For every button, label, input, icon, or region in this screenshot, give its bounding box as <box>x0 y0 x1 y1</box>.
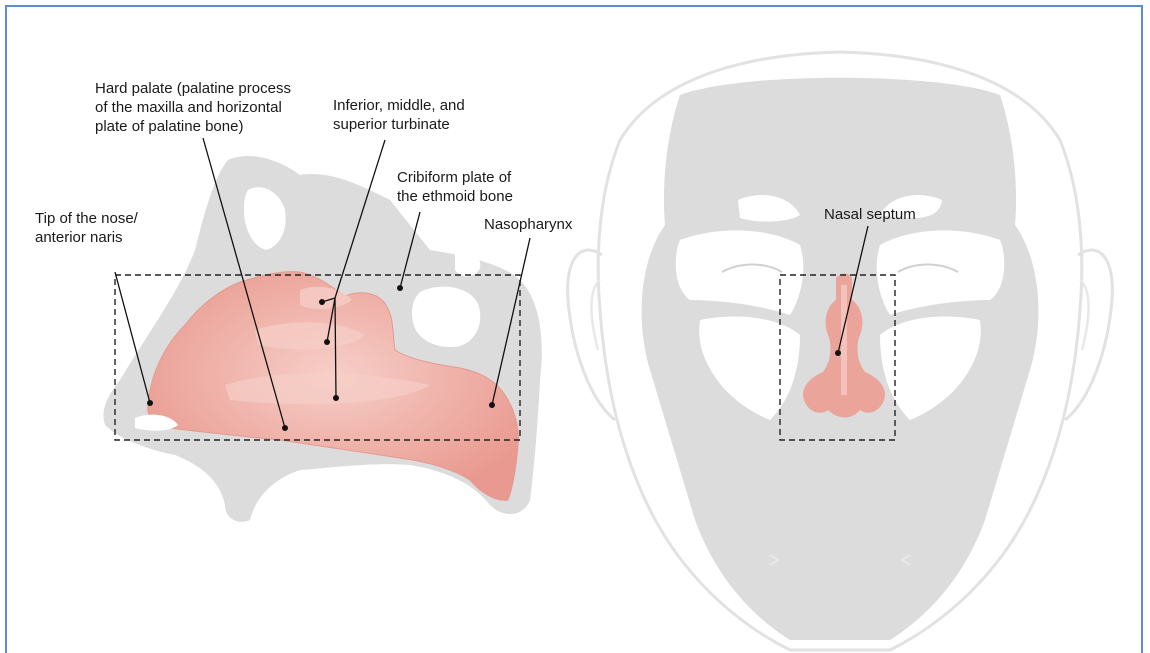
dot-cribiform <box>397 285 403 291</box>
dot-septum <box>835 350 841 356</box>
label-cribiform: Cribiform plate of the ethmoid bone <box>397 169 515 205</box>
left-ear <box>568 250 615 420</box>
dot-nasopharynx <box>489 402 495 408</box>
label-hard-palate: Hard palate (palatine process of the max… <box>95 80 295 135</box>
dot-superior-turbinate <box>319 299 325 305</box>
right-ear <box>1065 250 1112 420</box>
sagittal-view: Hard palate (palatine process of the max… <box>35 80 573 522</box>
posterior-gap <box>455 249 480 276</box>
dot-tip-nose <box>147 400 153 406</box>
septum-highlight <box>841 285 847 395</box>
label-turbinates: Inferior, middle, and superior turbinate <box>333 97 469 133</box>
frontal-view: Nasal septum <box>568 52 1113 650</box>
label-septum: Nasal septum <box>824 206 916 223</box>
label-tip-nose: Tip of the nose/ anterior naris <box>35 210 142 246</box>
label-nasopharynx: Nasopharynx <box>484 216 573 233</box>
dot-inferior-turbinate <box>333 395 339 401</box>
dot-hard-palate <box>282 425 288 431</box>
dot-middle-turbinate <box>324 339 330 345</box>
